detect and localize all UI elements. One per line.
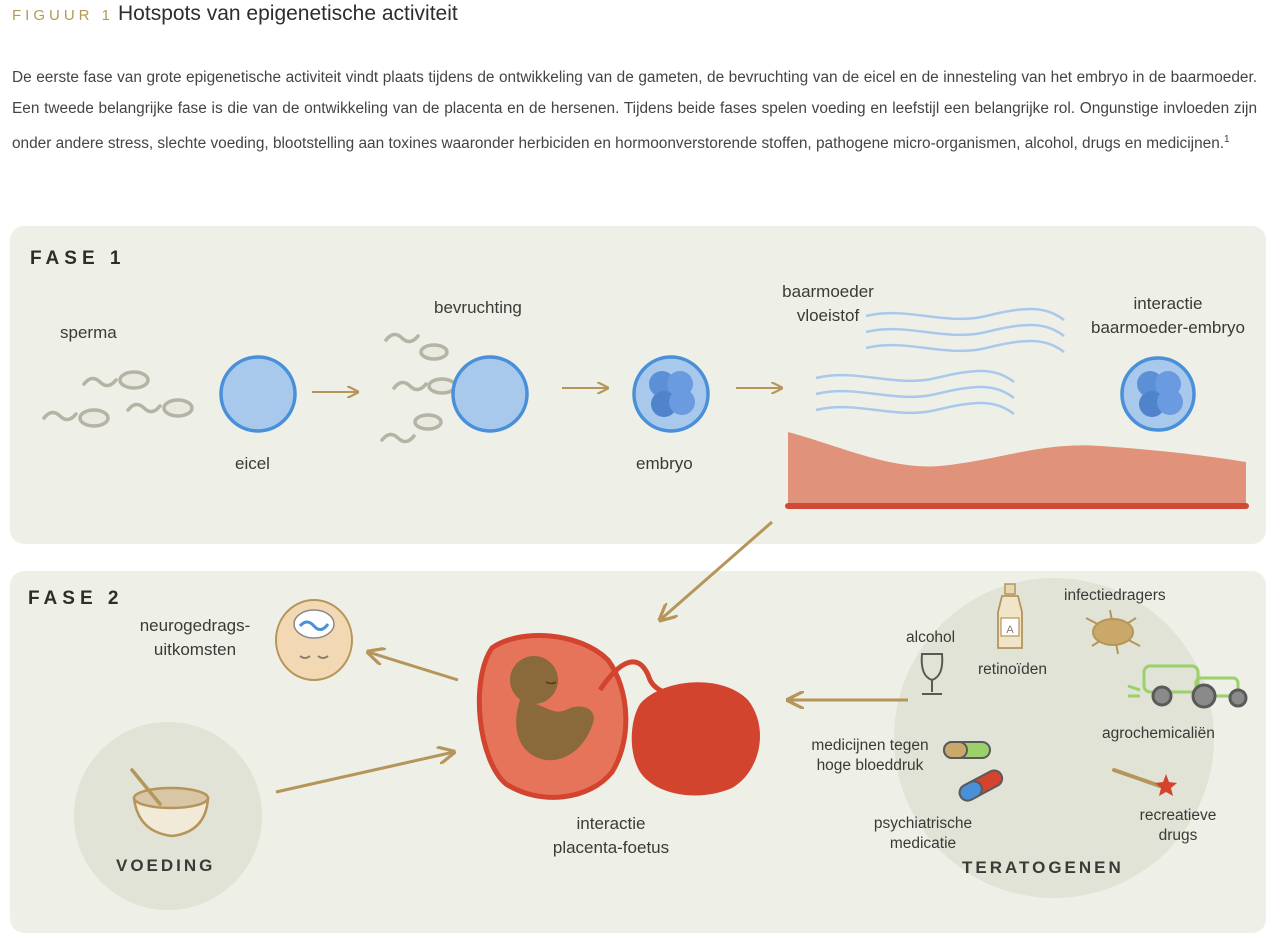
label-interactie-line1: interactie [1078,292,1258,316]
label-alcohol: alcohol [906,628,955,648]
label-sperma: sperma [60,321,117,345]
label-baarmoeder-line1: baarmoeder [774,280,882,304]
embryo-icon [634,357,708,431]
head-brain-icon [276,600,352,680]
arrow-to-neuro [368,652,458,680]
sperm-icon [44,372,192,426]
label-medicijnen: medicijnen tegen hoge bloeddruk [800,736,940,776]
label-medicijnen-line1: medicijnen tegen [800,736,940,756]
fetus-placenta-icon [479,636,760,798]
phase1-title: FASE 1 [30,248,125,270]
fertilized-egg-icon [453,357,527,431]
label-embryo: embryo [636,452,693,476]
label-neuro-line2: uitkomsten [130,638,260,662]
label-psychiatrische-line2: medicatie [866,834,980,854]
bottle-label: A [1006,624,1014,636]
label-psychiatrische: psychiatrische medicatie [866,814,980,854]
label-retinoiden: retinoïden [978,660,1047,680]
label-voeding: VOEDING [116,856,215,876]
egg-cell-icon [221,357,295,431]
label-recreatieve-line2: drugs [1132,826,1224,846]
label-bevruchting: bevruchting [434,296,522,320]
label-interactie-line2: baarmoeder-embryo [1078,316,1258,340]
uterus-wall-icon [788,432,1246,506]
label-psychiatrische-line1: psychiatrische [866,814,980,834]
label-teratogenen: TERATOGENEN [962,858,1124,878]
label-placenta-line1: interactie [540,812,682,836]
label-infectiedragers: infectiedragers [1064,586,1166,606]
label-interactie-placenta-foetus: interactie placenta-foetus [540,812,682,860]
arrow-phase-transition [660,522,772,620]
implanting-embryo-icon [1122,358,1194,430]
label-baarmoeder-vloeistof: baarmoeder vloeistof [774,280,882,328]
label-baarmoeder-line2: vloeistof [774,304,882,328]
label-recreatieve-line1: recreatieve [1132,806,1224,826]
label-neurogedrags: neurogedrags- uitkomsten [130,614,260,662]
fertilization-sperm-icon [382,334,455,441]
phase2-title: FASE 2 [28,588,123,610]
label-agrochemicalien: agrochemicaliën [1102,724,1215,744]
label-medicijnen-line2: hoge bloeddruk [800,756,940,776]
label-recreatieve: recreatieve drugs [1132,806,1224,846]
label-eicel: eicel [235,452,270,476]
pill-icon [944,742,990,758]
arrow-from-voeding [276,752,454,792]
label-neuro-line1: neurogedrags- [130,614,260,638]
label-interactie-baarmoeder-embryo: interactie baarmoeder-embryo [1078,292,1258,340]
label-placenta-line2: placenta-foetus [540,836,682,860]
